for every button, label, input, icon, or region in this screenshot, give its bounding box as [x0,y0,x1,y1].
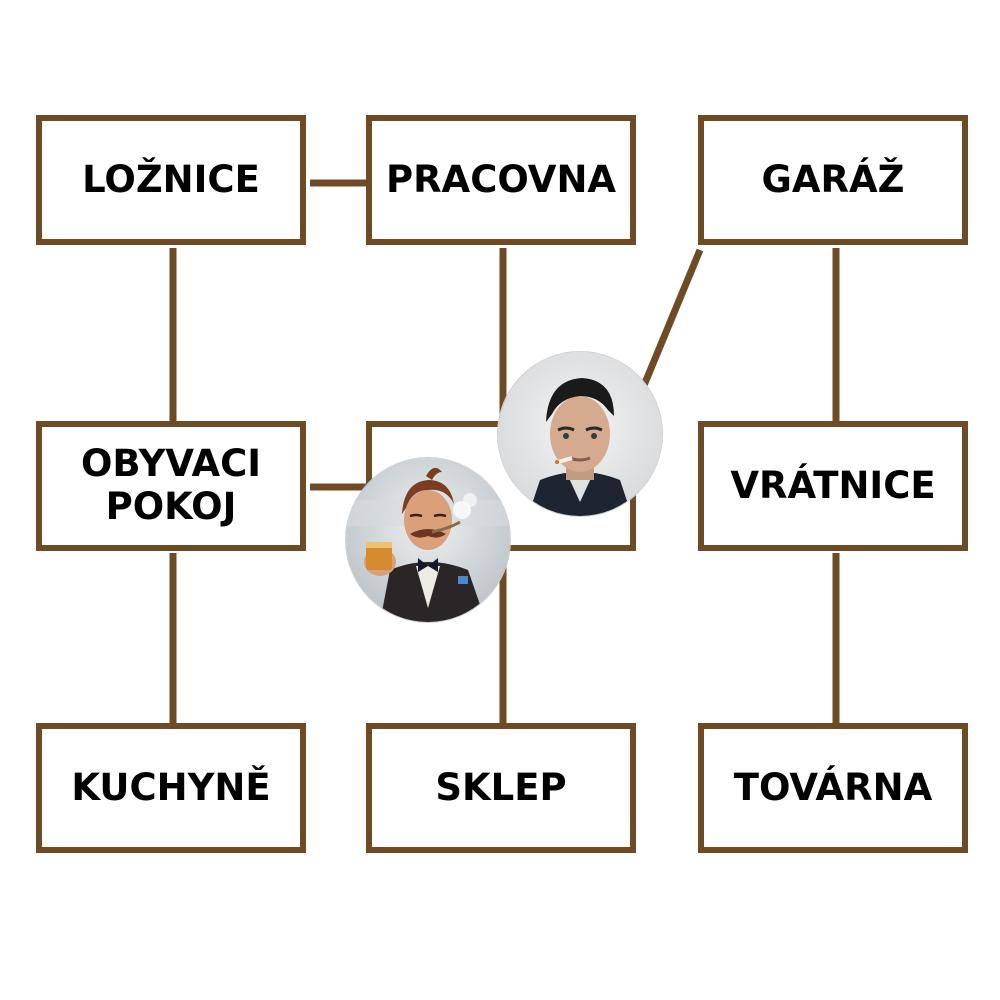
room-sklep[interactable]: SKLEP [366,723,636,853]
man-with-cigarette-portrait-icon[interactable] [498,352,662,516]
room-loznice[interactable]: LOŽNICE [36,115,306,245]
room-obyvaci-pokoj[interactable]: OBYVACI POKOJ [36,421,306,551]
room-vratnice[interactable]: VRÁTNICE [698,421,968,551]
room-garaz[interactable]: GARÁŽ [698,115,968,245]
mustached-man-with-glass-portrait-icon[interactable] [346,458,510,622]
room-kuchyne[interactable]: KUCHYNĚ [36,723,306,853]
room-tovarna[interactable]: TOVÁRNA [698,723,968,853]
room-pracovna[interactable]: PRACOVNA [366,115,636,245]
connector-garaz-hidden [636,248,704,397]
